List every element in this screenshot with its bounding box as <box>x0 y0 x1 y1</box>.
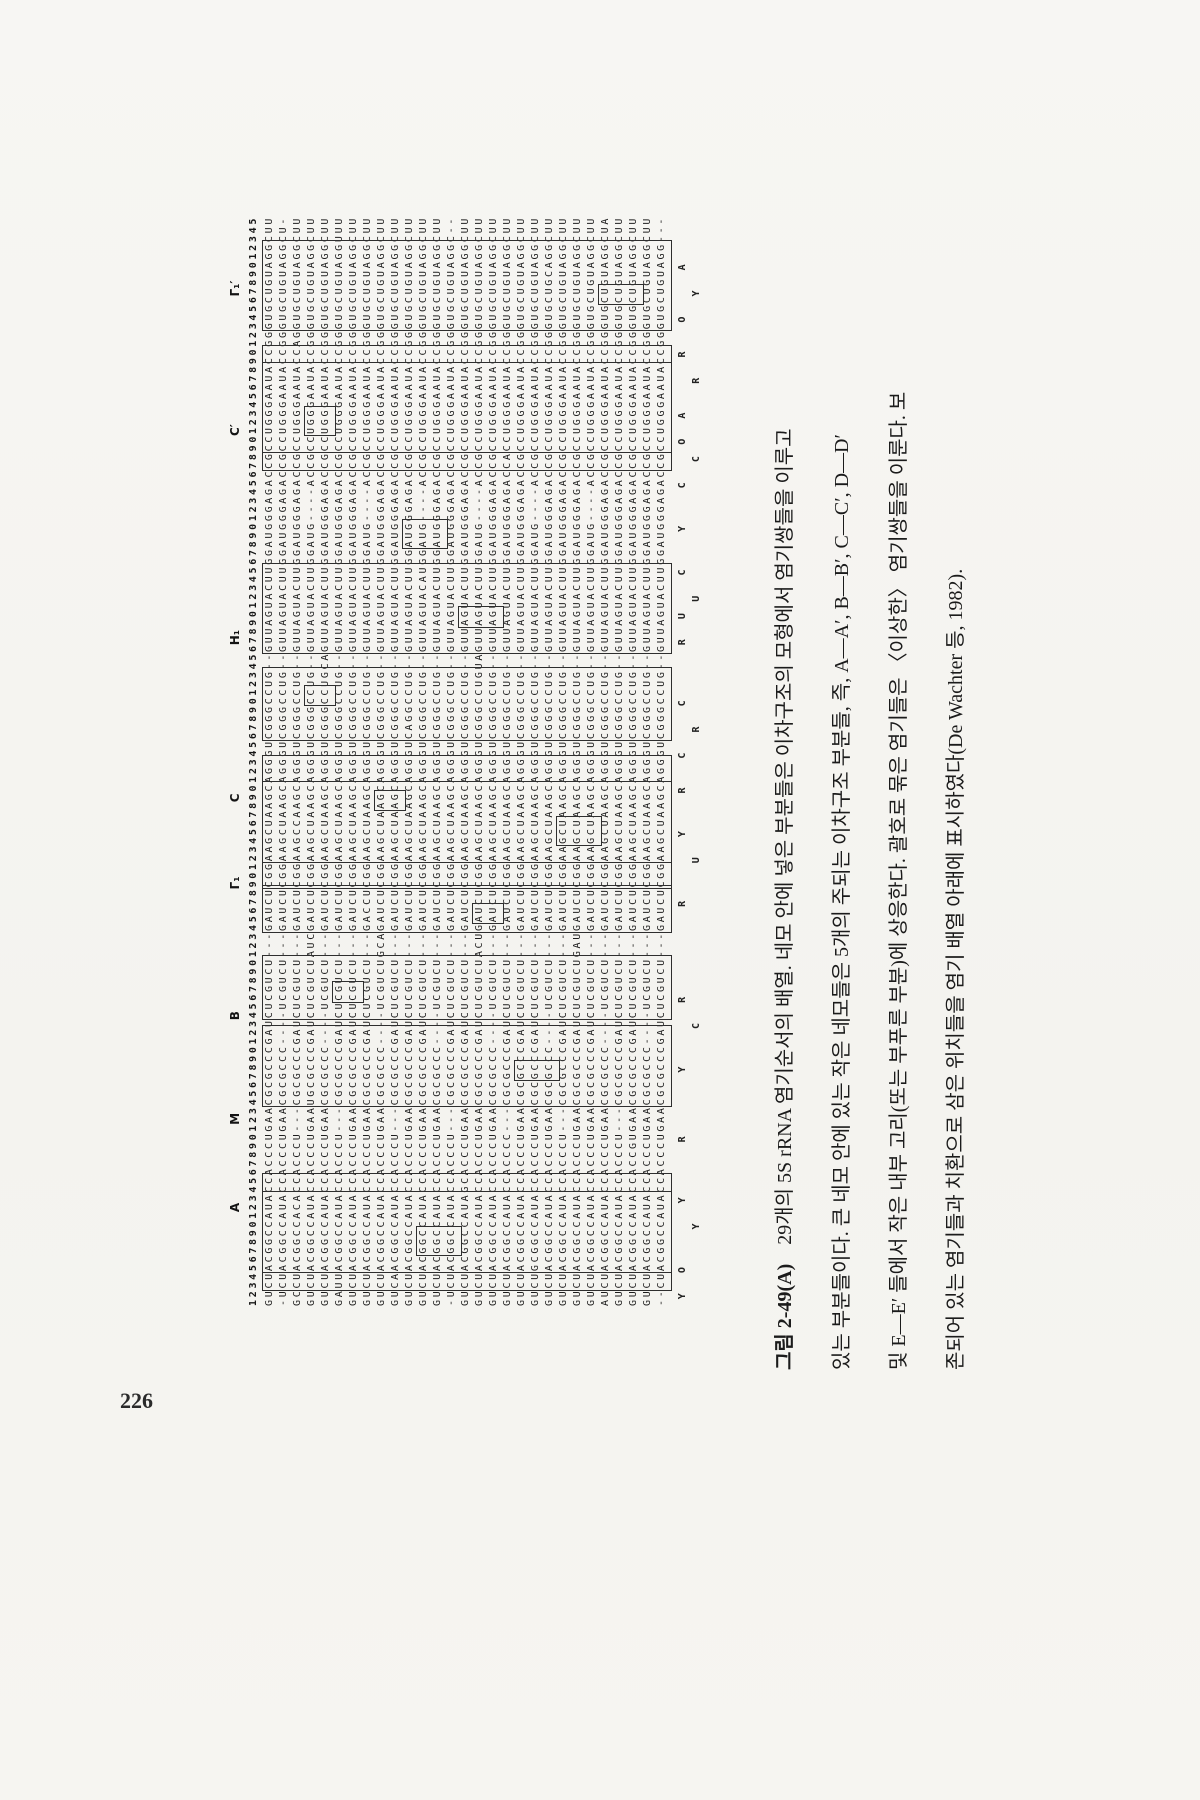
caption-line-1: 그림 2-49(A) 29개의 5S rRNA 염기순서의 배열. 네모 안에 … <box>757 170 814 1370</box>
section-label: Γ₁′ <box>228 280 242 297</box>
sequence-alignment: A M B Γ₁ C H₁ C′ Γ₁′ 123456789012345678901234567… <box>228 214 709 1306</box>
consensus-base: C <box>677 700 688 707</box>
section-label: Γ₁ <box>228 876 242 890</box>
consensus-base: Y <box>677 831 688 838</box>
sequence-row: GUCUACGGCCAUACCACCGUGAACGCGCCCGAUCUCGUCU… <box>628 215 639 1306</box>
section-label: C <box>228 793 242 803</box>
section-label: B <box>228 1011 242 1021</box>
consensus-base: R <box>691 726 702 733</box>
sequence-row: GUCUACGGCCAUACCACCCUGAACGCGCCCGAUCUCGUCU… <box>264 215 275 1306</box>
consensus-base: Y <box>677 1066 688 1073</box>
consensus-base: C <box>691 456 702 463</box>
consensus-base: Y <box>691 1223 702 1230</box>
page-number: 226 <box>120 1388 153 1413</box>
consensus-base: R <box>691 377 702 384</box>
sequence-row: GUCUACGGCCAUAGCACCCUGAACGCGCCCGAUCUCGUCU… <box>460 215 471 1306</box>
caption-line-4: 존되어 있는 염기들과 치환으로 삼은 위치들을 염기 배열 아래에 표시하였다… <box>945 568 967 1370</box>
sequence-row: -UCUACGGCCAUACCACCCUGAACGCGCCC----UCGUCU… <box>278 215 289 1306</box>
sequence-row: GUCUACGGCCAUACCACCCC---CGCGCCCGAUCUCGUCU… <box>502 215 513 1306</box>
sequence-row: GUCUACGGCCAUACCACCCUGAACGCGCCCGAUCUCGUCU… <box>572 215 583 1306</box>
sequence-row: GUCUACGGCCAUACCACCCUGAACGCGCCC----UCGUCU… <box>544 215 555 1306</box>
sequence-row: GUCUACGGCCAUACCACCCU---CGCGCCCGAUCUCGUCU… <box>614 215 625 1306</box>
consensus-base: C <box>677 482 688 489</box>
consensus-base: R <box>677 900 688 907</box>
consensus-base: R <box>677 351 688 358</box>
sequence-row: AUCUACGGCCAUACCACCCUGAACGCGCCC----UCGUCU… <box>600 215 611 1306</box>
figure-number-label: 그림 2-49(A) <box>774 1263 796 1370</box>
caption-line-3: 및 E—E′ 들에서 작은 내부 고리(또는 부푸른 부분)에 상응한다. 괄호… <box>888 391 910 1370</box>
sequence-row: GUCUACGGCCAUACCACCCUGAACGCGCCC----UCGUCU… <box>432 215 443 1306</box>
sequence-row: GUCAACGGCCAUACCACCCU---CGCGCCCGAUCUCGUCU… <box>390 215 401 1306</box>
sequence-row: GUCUACGGCCAUACCACCCUGAACGCGCCCGAUCUCGUCU… <box>474 215 485 1306</box>
consensus-base: R <box>677 996 688 1003</box>
consensus-base: O <box>677 1267 688 1274</box>
sequence-row: -UCUACGGCCAUACCACCCU---CGCGCCCGAUCUCGUCU… <box>446 215 457 1306</box>
section-label: A <box>228 1202 242 1213</box>
sequence-row: GUCUACGGCCAUACCACCCUGAACGCGCCC----UCGUCU… <box>320 215 331 1306</box>
sequence-row: GUCUACGGCCAUACCACCCUGAACGCGCCCGAUCUCGUCU… <box>418 215 429 1306</box>
consensus-base: Y <box>677 525 688 532</box>
consensus-base: C <box>691 1022 702 1029</box>
sequence-row: GUCUACGGCCAUACCACCCUGAACGCGCCC----UCGUCU… <box>642 215 653 1306</box>
consensus-base: R <box>677 1136 688 1143</box>
section-label: H₁ <box>228 629 242 646</box>
figure-caption: 그림 2-49(A) 29개의 5S rRNA 염기순서의 배열. 네모 안에 … <box>757 170 987 1370</box>
consensus-base: A <box>677 412 688 419</box>
consensus-base: Y <box>691 290 702 297</box>
sequence-row: GUCUACGGCCAUACCACCCUGAACGCGCCC----UCGUCU… <box>376 215 387 1306</box>
figure-2-49a: A M B Γ₁ C H₁ C′ Γ₁′ 123456789012345678901234567… <box>228 214 709 1306</box>
consensus-base: A <box>677 264 688 271</box>
section-label: C′ <box>228 424 242 436</box>
caption-line-2: 있는 부분들이다. 큰 네모 안에 있는 작은 네모들은 5개의 주되는 이차구… <box>831 434 853 1370</box>
sequence-row: GUCUACGGCCAUACCACCCUGAACGCGCCCGAUCUCGUCU… <box>516 215 527 1306</box>
consensus-base: Y <box>677 1197 688 1204</box>
caption-text: 29개의 5S rRNA 염기순서의 배열. 네모 안에 넣은 부분들은 이차구… <box>774 428 796 1245</box>
consensus-base: R <box>677 787 688 794</box>
consensus-base: U <box>691 595 702 602</box>
sequence-row: GUCUACGGCCAUACCACCCUGAACGCGCCCGAUCUCGUCU… <box>586 215 597 1306</box>
sequence-row: GUCUACGGCCAUACCACCCUGAAUGCGCCCGAUCUCGUCU… <box>306 215 317 1306</box>
consensus-base: O <box>677 316 688 323</box>
consensus-base: C <box>677 569 688 576</box>
sequence-row: --CUACGGCCAUACCACCCUGAACGCGCCCGAUCUCGUCU… <box>656 215 667 1306</box>
sequence-row: GAUUACGGCCAUACCACCCU---CGCGCCCGAUCUCGUCU… <box>334 215 345 1306</box>
consensus-base: U <box>691 857 702 864</box>
sequence-row: GCCUACGGCCACACCACCCU---CGCGCCCGAUCUCGUCU… <box>292 215 303 1306</box>
consensus-base: U <box>677 613 688 620</box>
sequence-row: GUCUACGGCCAUACCACCCUGAACGCGCCC----UCGUCU… <box>488 215 499 1306</box>
sequence-row: GUCUACGGCCAUACCACCCU---CGCGCCCGAUCUCGUCU… <box>558 215 569 1306</box>
consensus-base: O <box>677 438 688 445</box>
sequence-row: GUCUACGGCCAUACCACCCUGAACGCGCCCGAUCUCGUCU… <box>404 215 415 1306</box>
sequence-row: GUCUGCGGCCAUACCACCCUGAACGCGCCCGAUCUCGUCU… <box>530 215 541 1306</box>
section-label: M <box>228 1112 242 1125</box>
ruler-row: 1234567890123456789012345678901234567890… <box>248 215 259 1306</box>
consensus-base: R <box>677 639 688 646</box>
sequence-row: GUCUACGGCCAUACCACCCUGAACGCGCCCGAUCUCGUCU… <box>362 215 373 1306</box>
consensus-base: Y <box>677 1293 688 1300</box>
consensus-base: C <box>677 752 688 759</box>
sequence-row: GUCUACGGCCAUACCACCCUGAACGCGCCCGAUCUCGUCU… <box>348 215 359 1306</box>
